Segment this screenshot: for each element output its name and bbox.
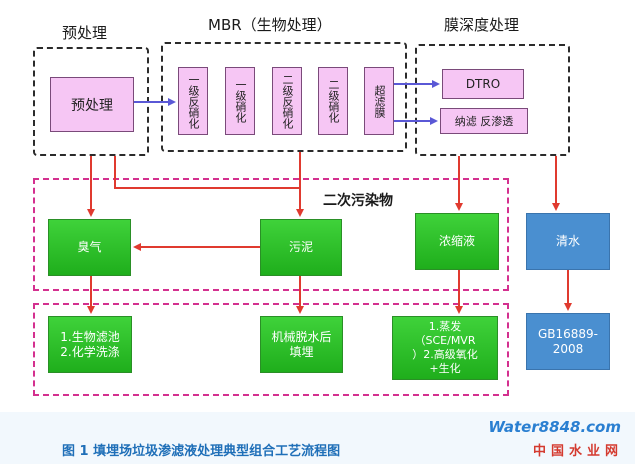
secondary-pollutants-group [33, 178, 509, 291]
denitrification1-box: 一级反硝化 [178, 67, 208, 135]
section-label-secondary: 二次污染物 [323, 193, 393, 209]
mbr-group [161, 42, 407, 152]
section-label-membrane: 膜深度处理 [444, 16, 520, 34]
evaporation-box: 1.蒸发 （SCE/MVR ）2.高级氧化 +生化 [392, 316, 498, 380]
odor-label: 臭气 [77, 240, 102, 254]
denitrification2-box: 二级反硝化 [272, 67, 302, 135]
nitrification1-label: 一级硝化 [234, 79, 247, 123]
ultrafiltration-label: 超滤膜 [373, 84, 386, 118]
concentrate-label: 浓缩液 [438, 234, 475, 248]
watermark-logo: Water8848.com [488, 418, 621, 436]
evaporation-label: 1.蒸发 （SCE/MVR ）2.高级氧化 +生化 [412, 320, 478, 375]
denitrification2-label: 二级反硝化 [281, 73, 294, 129]
dewater-box: 机械脱水后 填埋 [260, 316, 343, 373]
section-label-pretreatment: 预处理 [62, 24, 108, 42]
nf-ro-label: 纳滤 反渗透 [454, 115, 514, 128]
pretreatment-box: 预处理 [50, 77, 134, 132]
odor-box: 臭气 [48, 219, 131, 276]
dewater-label: 机械脱水后 填埋 [271, 329, 332, 359]
ultrafiltration-box: 超滤膜 [364, 67, 394, 135]
figure-caption: 图 1 填埋场垃圾渗滤液处理典型组合工艺流程图 [62, 444, 341, 459]
denitrification1-label: 一级反硝化 [187, 73, 200, 129]
dtro-box: DTRO [442, 69, 524, 99]
nitrification2-box: 二级硝化 [318, 67, 348, 135]
sludge-box: 污泥 [260, 219, 342, 276]
pretreatment-box-label: 预处理 [71, 97, 113, 114]
arrow-pretreat-to-sludge [114, 156, 304, 217]
biofilter-box: 1.生物滤池 2.化学洗涤 [48, 316, 132, 373]
nitrification2-label: 二级硝化 [327, 79, 340, 123]
nf-ro-box: 纳滤 反渗透 [440, 108, 528, 134]
section-label-mbr: MBR（生物处理） [208, 16, 332, 34]
clear-water-label: 清水 [555, 234, 580, 248]
disposal-group [33, 303, 509, 396]
sludge-label: 污泥 [288, 240, 313, 254]
watermark-subtitle: 中国水业网 [532, 444, 623, 459]
dtro-label: DTRO [465, 77, 501, 91]
concentrate-box: 浓缩液 [415, 213, 499, 270]
clear-water-box: 清水 [526, 213, 610, 270]
standard-label: GB16889- 2008 [537, 326, 599, 356]
biofilter-label: 1.生物滤池 2.化学洗涤 [60, 329, 120, 359]
membrane-group [415, 44, 570, 156]
nitrification1-box: 一级硝化 [225, 67, 255, 135]
standard-box: GB16889- 2008 [526, 313, 610, 370]
